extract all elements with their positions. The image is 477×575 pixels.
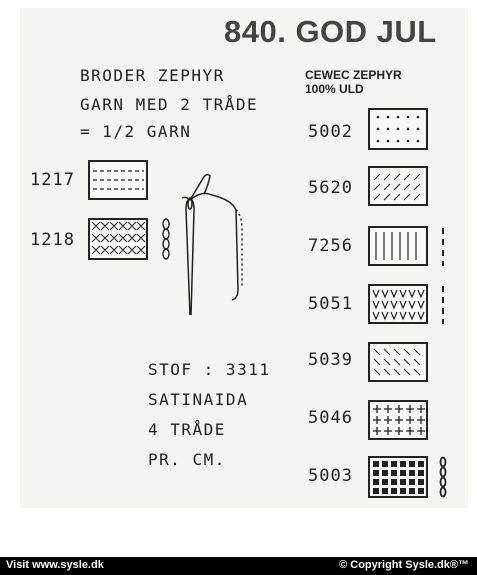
swatch-5002	[368, 108, 428, 150]
instruction-line-1: BRODER ZEPHYR	[80, 66, 225, 85]
filled-squares-icon	[373, 461, 424, 494]
dashed-lines-icon	[93, 170, 144, 190]
footer-visit-link[interactable]: Visit www.sysle.dk	[6, 559, 104, 571]
yarn-brand: CEWEC ZEPHYR	[305, 68, 402, 82]
swatch-code-1218: 1218	[30, 230, 75, 250]
swatch-5051	[368, 284, 428, 324]
swatch-code-5002: 5002	[308, 122, 353, 142]
swatch-7256	[368, 226, 428, 266]
needle-thread-icon	[181, 173, 243, 316]
footer-copyright: © Copyright Sysle.dk®™	[339, 559, 469, 571]
fabric-line-4: PR. CM.	[148, 450, 226, 469]
swatch-5003	[368, 456, 428, 498]
backstitch-marker-icon	[442, 286, 444, 324]
swatch-1218	[88, 218, 148, 260]
swatch-code-5039: 5039	[308, 350, 353, 370]
v-marks-icon	[372, 289, 425, 321]
footer-bar: Visit www.sysle.dk © Copyright Sysle.dk®…	[0, 557, 477, 575]
swatch-5620	[368, 166, 428, 206]
backslash-dashes-icon	[373, 348, 421, 376]
page-title: 840. GOD JUL	[224, 14, 437, 49]
swatch-code-5620: 5620	[308, 178, 353, 198]
dots-pattern-icon	[376, 115, 420, 143]
swatch-code-7256: 7256	[308, 236, 353, 256]
vertical-lines-icon	[375, 232, 417, 260]
chain-stitch-icon	[162, 218, 170, 260]
plus-signs-icon	[373, 405, 425, 435]
fabric-line-1: STOF : 3311	[148, 360, 271, 379]
swatch-code-5003: 5003	[308, 466, 353, 486]
diagonal-dashes-icon	[373, 173, 421, 201]
instruction-line-3: = 1/2 GARN	[80, 122, 192, 141]
yarn-composition: 100% ULD	[305, 82, 364, 96]
swatch-code-1217: 1217	[30, 170, 75, 190]
swatch-1217	[88, 160, 148, 200]
fabric-line-3: 4 TRÅDE	[148, 420, 226, 439]
instruction-line-2: GARN MED 2 TRÅDE	[80, 95, 259, 114]
swatch-5046	[368, 400, 428, 440]
swatch-5039	[368, 342, 428, 382]
backstitch-marker-icon	[442, 228, 444, 266]
fabric-line-2: SATINAIDA	[148, 390, 249, 409]
chain-stitch-marker-icon	[439, 456, 447, 498]
cross-stitch-icon	[91, 221, 146, 255]
swatch-code-5046: 5046	[308, 408, 353, 428]
swatch-code-5051: 5051	[308, 294, 353, 314]
